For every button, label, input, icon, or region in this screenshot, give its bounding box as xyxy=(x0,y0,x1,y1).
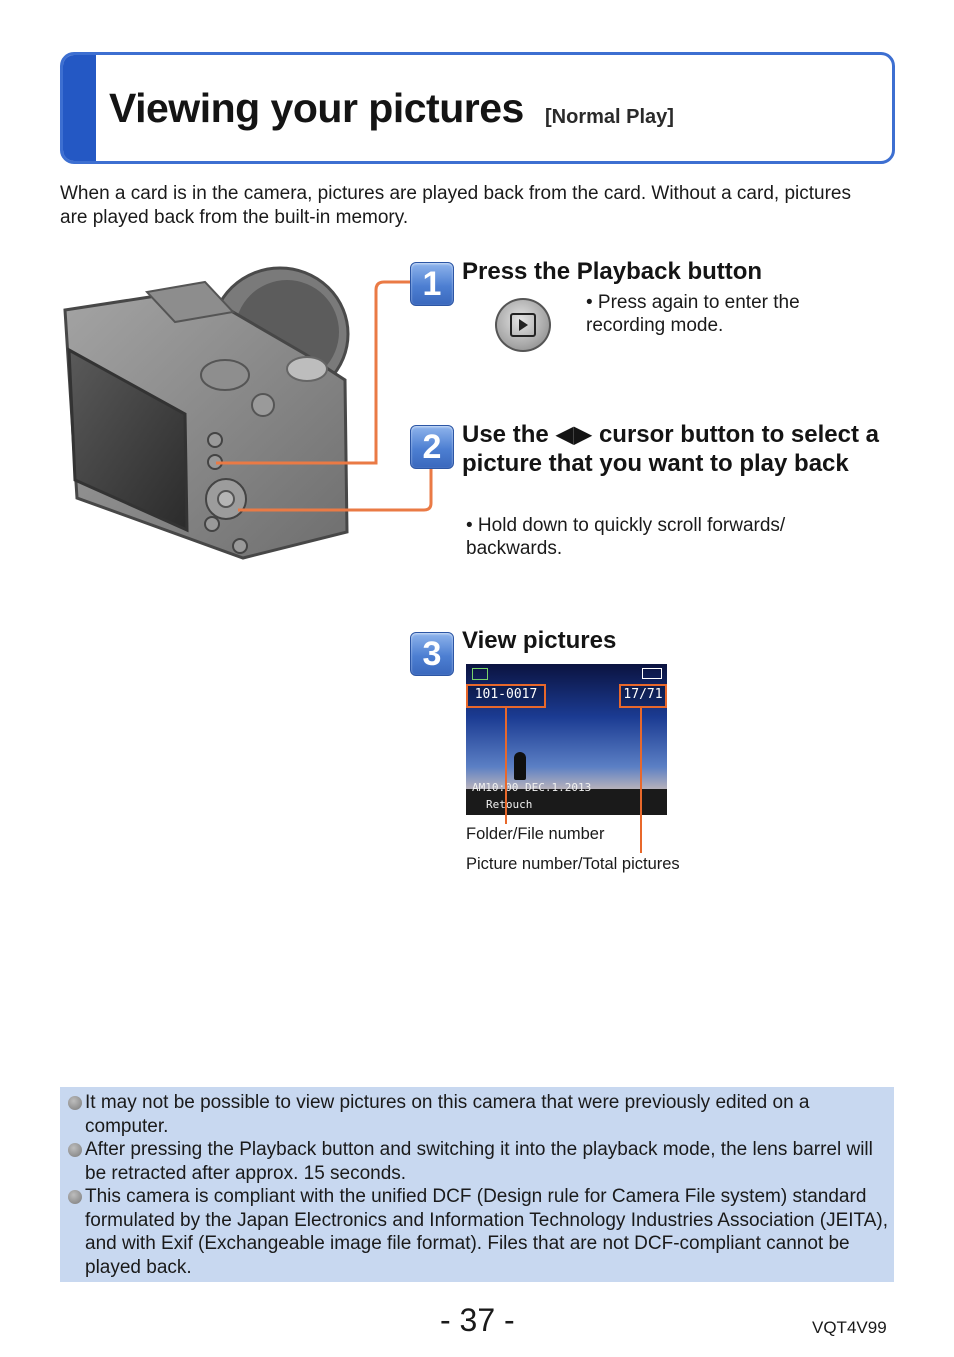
bullet-icon xyxy=(68,1143,82,1157)
page-title: Viewing your pictures xyxy=(109,85,524,131)
note-item: After pressing the Playback button and s… xyxy=(68,1138,888,1185)
callout-folder-file: Folder/File number xyxy=(466,825,605,843)
playback-screen-preview: 101-0017 17/71 AM10:00 DEC.1.2013 Retouc… xyxy=(466,664,667,815)
playback-button-icon xyxy=(495,298,551,352)
step-1-badge: 1 xyxy=(410,262,454,306)
bullet-icon xyxy=(68,1190,82,1204)
intro-text: When a card is in the camera, pictures a… xyxy=(60,183,851,228)
notes-panel: It may not be possible to view pictures … xyxy=(60,1087,894,1282)
title-accent-bar xyxy=(63,55,96,161)
document-code: VQT4V99 xyxy=(812,1318,887,1337)
note-item: This camera is compliant with the unifie… xyxy=(68,1185,888,1279)
page-title-box: Viewing your pictures [Normal Play] xyxy=(60,52,895,164)
lcd-tree xyxy=(514,752,526,780)
step-2-badge: 2 xyxy=(410,425,454,469)
page-number: - 37 - xyxy=(440,1302,515,1338)
battery-icon xyxy=(642,668,662,679)
lcd-datetime: AM10:00 DEC.1.2013 xyxy=(472,781,592,794)
note-text: This camera is compliant with the unifie… xyxy=(85,1186,888,1278)
step-3-badge: 3 xyxy=(410,632,454,676)
page-subtitle: [Normal Play] xyxy=(545,106,674,128)
note-text: It may not be possible to view pictures … xyxy=(85,1092,810,1137)
callout-picture-total: Picture number/Total pictures xyxy=(466,855,680,873)
lcd-retouch: Retouch xyxy=(486,798,533,811)
connector-lines xyxy=(216,280,433,512)
picture-count: 17/71 xyxy=(619,684,667,708)
bullet-icon xyxy=(68,1096,82,1110)
camera-illustration xyxy=(63,266,350,560)
callout-leaders xyxy=(505,706,642,853)
step-1-title: Press the Playback button xyxy=(462,258,763,285)
step-2-title: Use the ◀▶ cursor button to select a pic… xyxy=(462,421,879,477)
step-2-note: • Hold down to quickly scroll forwards/ … xyxy=(466,515,786,559)
note-item: It may not be possible to view pictures … xyxy=(68,1091,888,1138)
note-text: After pressing the Playback button and s… xyxy=(85,1139,873,1184)
step-1-note: • Press again to enter the recording mod… xyxy=(586,292,800,336)
lcd-horizon xyxy=(466,789,667,815)
play-mode-icon xyxy=(472,668,488,680)
step-3-title: View pictures xyxy=(462,627,617,654)
